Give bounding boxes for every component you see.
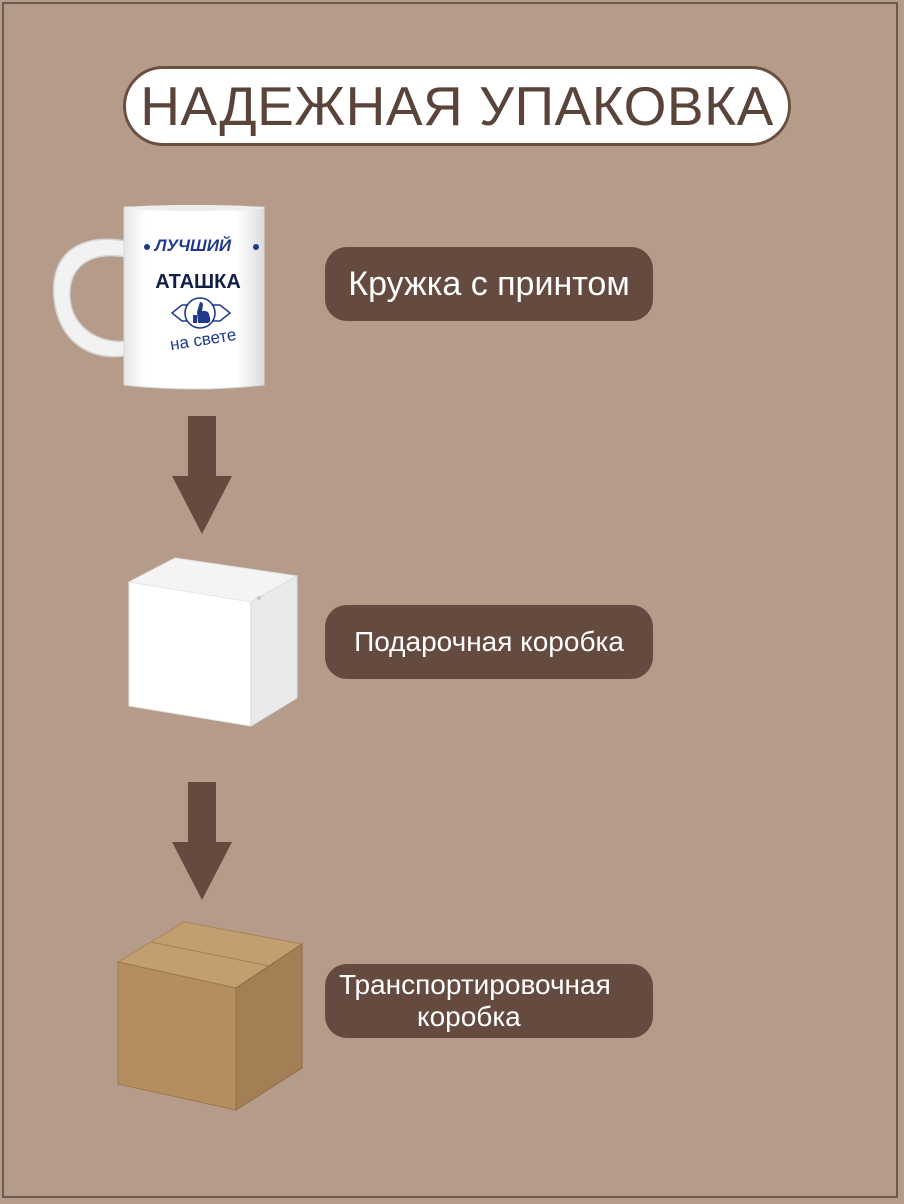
mug-label: Кружка с принтом: [325, 247, 653, 321]
mug-print-line2: АТАШКА: [155, 271, 241, 293]
thumbs-up-icon: [184, 297, 216, 329]
mug-image: ЛУЧШИЙ АТАШКА на свете: [52, 205, 265, 390]
white-box-image: [127, 557, 299, 727]
shipping-box-label-line2: коробка: [417, 1001, 521, 1032]
gift-box-label-text: Подарочная коробка: [354, 626, 624, 657]
heart-icon: [144, 244, 150, 250]
shipping-box-label-line1: Транспортировочная: [339, 969, 611, 1000]
down-arrow-icon: [172, 782, 232, 900]
mug-print-line1: ЛУЧШИЙ: [153, 235, 232, 255]
mug-label-text: Кружка с принтом: [348, 264, 630, 303]
cardboard-box-image: [116, 921, 304, 1111]
gift-box-label: Подарочная коробка: [325, 605, 653, 679]
down-arrow-icon: [172, 416, 232, 534]
shipping-box-label: Транспортировочная коробка: [325, 964, 653, 1038]
heart-icon: [253, 244, 259, 250]
page-title: НАДЕЖНАЯ УПАКОВКА: [140, 75, 774, 137]
title-banner: НАДЕЖНАЯ УПАКОВКА: [123, 66, 791, 146]
